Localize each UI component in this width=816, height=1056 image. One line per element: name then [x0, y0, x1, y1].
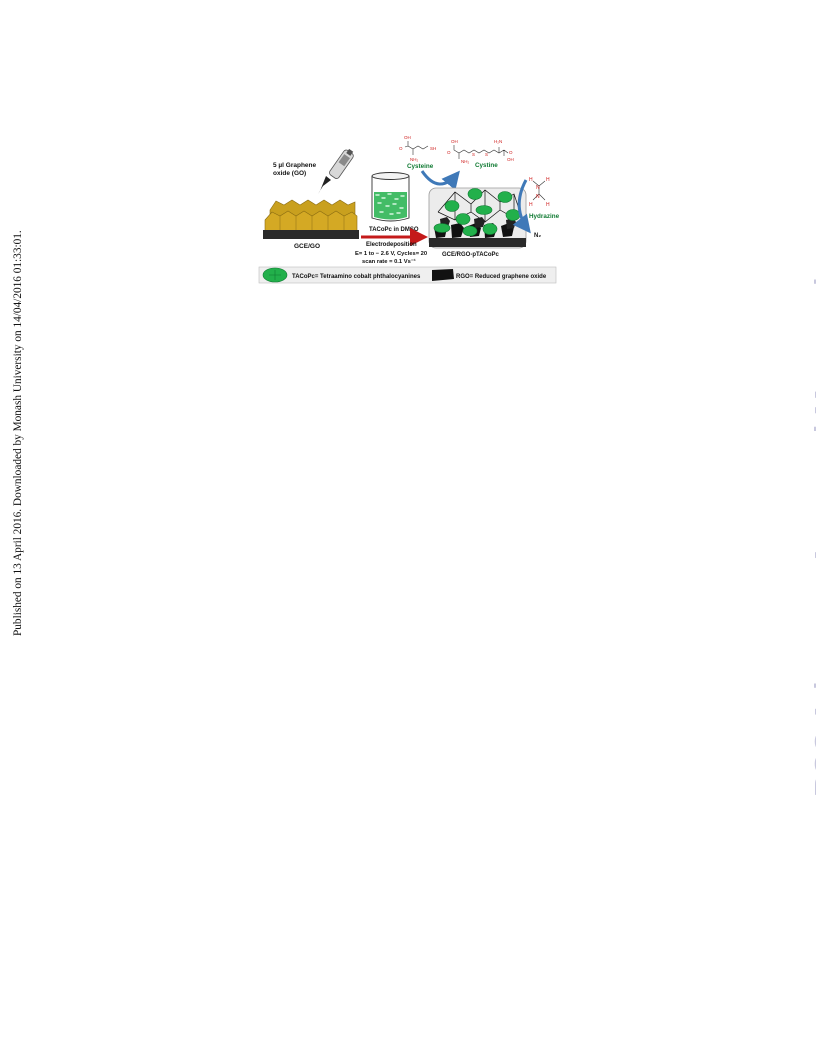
hydrazine-n1: N	[536, 185, 540, 191]
method-label: Electrodeposition	[366, 242, 417, 248]
cystine-s2: S	[485, 152, 488, 157]
conditions-line1: E= 1 to − 2.6 V, Cycles= 20	[355, 251, 427, 257]
solution-label: TACoPc in DMSO	[369, 227, 419, 233]
cysteine-nh2: NH₂	[410, 157, 418, 162]
cystine-o: O	[447, 150, 451, 155]
hydrazine-h1: H	[529, 177, 533, 183]
cystine-oh: OH	[451, 139, 458, 144]
cystine-s1: S	[472, 152, 475, 157]
cystine-h2n: H₂N	[494, 139, 502, 144]
graphical-abstract-svg: 5 µl Graphene oxide (GO) GCE/GO TACoPc i…	[258, 135, 560, 284]
hydrazine-n2: N	[536, 194, 540, 200]
legend-tacopc: TACoPc= Tetraamino cobalt phthalocyanine…	[292, 274, 421, 280]
cysteine-oh: OH	[404, 135, 411, 140]
gce-rgo-ptacopc-electrode	[428, 187, 527, 249]
cysteine-structure	[404, 141, 429, 155]
n2-label: N₂	[534, 233, 541, 239]
cysteine-sh: SH	[430, 146, 436, 151]
go-drop-label-line1: 5 µl Graphene	[273, 162, 317, 169]
accepted-manuscript-watermark: RSC Advances Accepted Manuscript	[808, 247, 816, 797]
legend-rgo: RGO= Reduced graphene oxide	[456, 274, 547, 280]
cystine-nh2: NH₂	[461, 159, 469, 164]
conditions-line2: scan rate = 0.1 Vs⁻¹	[362, 258, 416, 265]
cystine-structure	[453, 145, 509, 159]
cystine-o2: O	[509, 150, 513, 155]
hydrazine-oxidation-arrow-icon	[512, 179, 531, 234]
cysteine-label: Cysteine	[407, 163, 434, 170]
go-drop-label-line2: oxide (GO)	[273, 170, 306, 177]
cystine-label: Cystine	[475, 162, 498, 169]
publication-side-note: Published on 13 April 2016. Downloaded b…	[12, 230, 24, 636]
rgo-legend-icon	[432, 269, 454, 281]
hydrazine-label: Hydrazine	[529, 213, 560, 220]
cystine-oh2: OH	[507, 157, 514, 162]
beaker-icon	[371, 172, 410, 222]
gce-go-electrode	[263, 199, 359, 239]
hydrazine-h4: H	[546, 202, 550, 208]
hydrazine-h2: H	[546, 177, 550, 183]
hydrazine-h3: H	[529, 202, 533, 208]
pipette-icon	[318, 148, 354, 194]
legend: TACoPc= Tetraamino cobalt phthalocyanine…	[258, 266, 557, 284]
graphical-abstract-figure: 5 µl Graphene oxide (GO) GCE/GO TACoPc i…	[256, 128, 560, 286]
gce-rgo-ptacopc-label: GCE/RGO-pTACoPc	[442, 252, 500, 258]
gce-go-label: GCE/GO	[294, 243, 320, 250]
cysteine-o: O	[399, 146, 403, 151]
hydrazine-structure	[532, 180, 546, 201]
oxidation-arrow-icon	[420, 170, 460, 191]
